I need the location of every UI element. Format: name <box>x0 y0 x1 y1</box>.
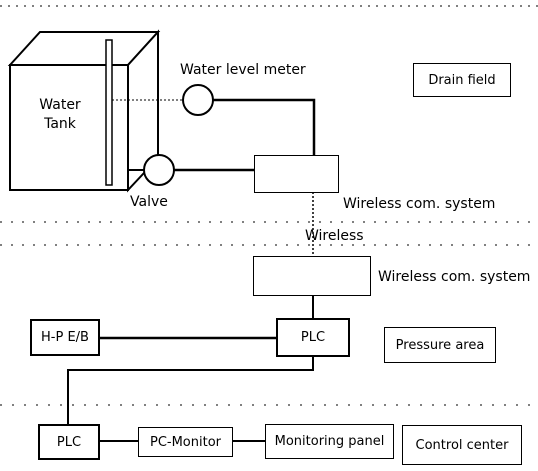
valve-label: Valve <box>130 194 168 210</box>
monitoring-panel-label: Monitoring panel <box>274 434 385 449</box>
monitoring-panel-box: Monitoring panel <box>265 424 394 459</box>
water-level-meter-shape <box>182 84 214 116</box>
pc-monitor-label: PC-Monitor <box>149 434 222 450</box>
pc-monitor-box: PC-Monitor <box>138 427 233 457</box>
hp-eb-label: H-P E/B <box>41 330 89 345</box>
plc-control-box: PLC <box>38 424 100 460</box>
wireless-com-box-bottom <box>253 256 371 296</box>
drain-field-box: Drain field <box>413 63 511 97</box>
wireless-label: Wireless <box>305 228 364 244</box>
plc-control-label: PLC <box>56 434 82 450</box>
water-level-meter-label: Water level meter <box>180 62 306 78</box>
wireless-com-label-top: Wireless com. system <box>343 196 496 212</box>
drain-field-label: Drain field <box>428 72 496 88</box>
wireless-com-box-top <box>254 155 339 193</box>
plc-pressure-box: PLC <box>276 318 350 357</box>
hp-eb-box: H-P E/B <box>30 319 100 356</box>
plc-pressure-label: PLC <box>300 330 326 345</box>
water-tank-shape <box>7 29 161 193</box>
water-tank-label: Water Tank <box>39 97 81 132</box>
pressure-area-box: Pressure area <box>384 327 496 363</box>
control-center-box: Control center <box>402 425 522 465</box>
control-center-label: Control center <box>415 437 509 453</box>
wireless-com-label-bottom: Wireless com. system <box>378 269 531 285</box>
valve-shape <box>143 154 175 186</box>
pressure-area-label: Pressure area <box>395 337 485 353</box>
